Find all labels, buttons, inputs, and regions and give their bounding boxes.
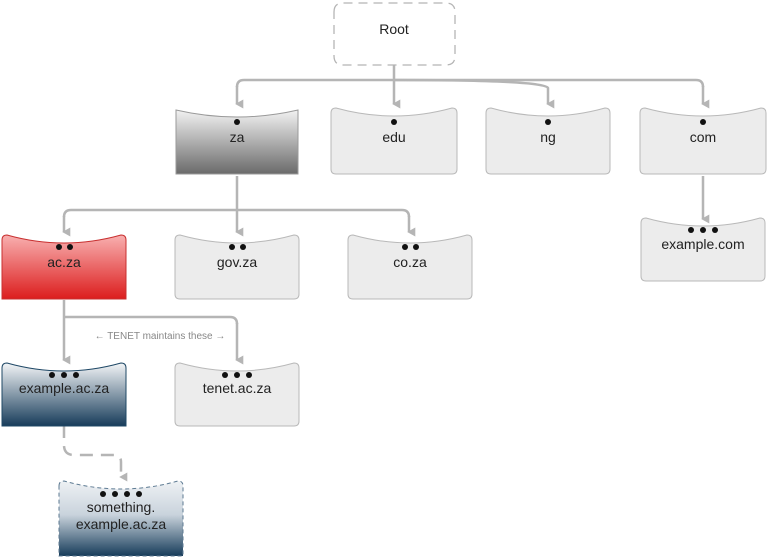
node-root[interactable]: Root — [333, 2, 456, 66]
node-something-label-line2: example.ac.za — [76, 516, 166, 532]
tenet-annotation: ← TENET maintains these → — [95, 331, 226, 342]
connector-root-ng — [393, 78, 555, 109]
node-gov-za[interactable]: gov.za — [174, 234, 300, 300]
node-ac-za-label: ac.za — [47, 254, 81, 270]
connectors — [62, 64, 710, 482]
node-com-label: com — [690, 129, 716, 145]
node-za[interactable]: za — [175, 109, 299, 175]
node-something-dot-4 — [136, 491, 142, 497]
node-za-dot — [234, 119, 240, 125]
node-za-label: za — [230, 129, 245, 145]
connector-acza-bar — [64, 315, 239, 325]
node-something-example-ac-za[interactable]: something. example.ac.za — [58, 480, 184, 557]
node-example-com[interactable]: example.com — [640, 217, 766, 282]
connector-example-something — [62, 425, 128, 482]
node-ac-za-dot-2 — [67, 244, 73, 250]
node-gov-za-dot-1 — [229, 244, 235, 250]
node-edu-dot — [391, 119, 397, 125]
node-example-ac-za-label: example.ac.za — [19, 380, 109, 396]
node-edu[interactable]: edu — [330, 107, 458, 175]
node-com-dot — [700, 119, 706, 125]
node-co-za-dot-1 — [402, 244, 408, 250]
node-edu-label: edu — [382, 129, 405, 145]
node-example-ac-za-dot-3 — [73, 372, 79, 378]
node-tenet-ac-za-dot-3 — [246, 372, 252, 378]
node-tenet-ac-za-dot-1 — [222, 372, 228, 378]
node-tenet-ac-za[interactable]: tenet.ac.za — [174, 362, 300, 427]
node-example-ac-za-dot-2 — [61, 372, 67, 378]
node-co-za-label: co.za — [393, 254, 427, 270]
node-example-com-dot-3 — [712, 227, 718, 233]
node-example-com-dot-1 — [688, 227, 694, 233]
node-something-dot-1 — [100, 491, 106, 497]
node-ac-za[interactable]: ac.za — [1, 234, 127, 300]
node-example-ac-za-dot-1 — [49, 372, 55, 378]
node-ng[interactable]: ng — [485, 107, 611, 175]
node-example-com-label: example.com — [661, 236, 744, 252]
node-co-za-dot-2 — [413, 244, 419, 250]
node-ng-dot — [545, 119, 551, 125]
node-something-label-line1: something. — [87, 499, 155, 515]
node-tenet-ac-za-label: tenet.ac.za — [203, 380, 272, 396]
node-ac-za-dot-1 — [56, 244, 62, 250]
node-root-label: Root — [379, 21, 409, 37]
node-something-dot-3 — [124, 491, 130, 497]
node-tenet-ac-za-dot-2 — [234, 372, 240, 378]
node-com[interactable]: com — [639, 107, 767, 175]
node-something-dot-2 — [112, 491, 118, 497]
node-example-com-dot-2 — [700, 227, 706, 233]
node-example-ac-za[interactable]: example.ac.za — [1, 362, 127, 427]
node-gov-za-label: gov.za — [217, 254, 257, 270]
node-gov-za-dot-2 — [240, 244, 246, 250]
node-ng-label: ng — [540, 129, 556, 145]
node-co-za[interactable]: co.za — [347, 234, 473, 300]
